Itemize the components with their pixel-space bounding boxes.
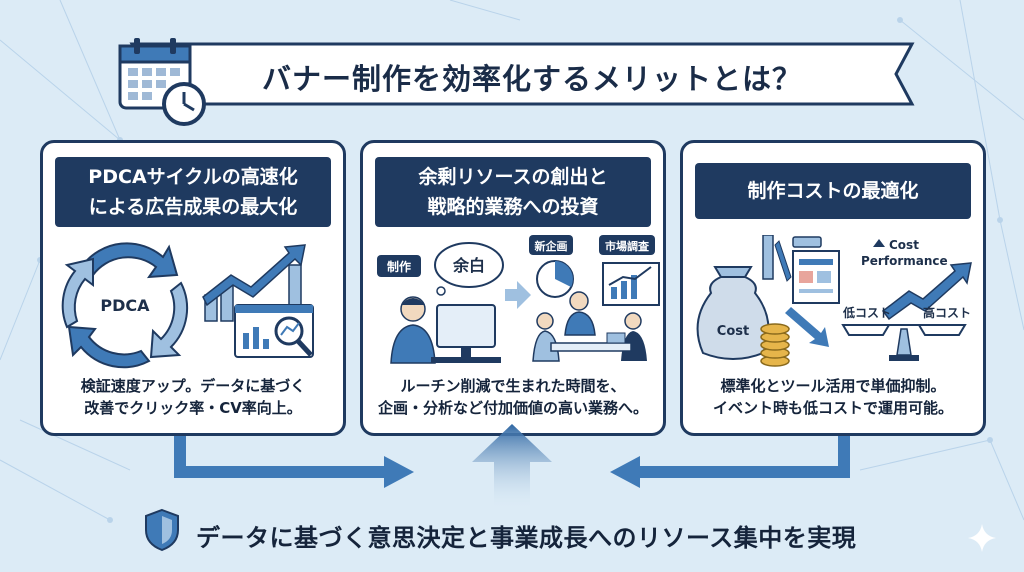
- balance-scale-icon: 低コスト 高コスト: [841, 305, 971, 361]
- pdca-cycle-illustration: PDCA: [61, 242, 314, 369]
- center-up-arrow: [472, 424, 552, 510]
- card-heading: 余剰リソースの創出と 戦略的業務への投資: [375, 157, 651, 227]
- card-heading-line2: 戦略的業務への投資: [427, 196, 599, 218]
- card-heading-line1: 制作コストの最適化: [747, 180, 919, 202]
- cost-performance-line2: Performance: [861, 254, 948, 268]
- card-description-line2: 改善でクリック率・CV率向上。: [84, 399, 302, 417]
- coins-icon: [760, 323, 790, 367]
- card-description-line1: 標準化とツール活用で単価抑制。: [720, 377, 946, 395]
- spare-time-label: 余白: [452, 256, 485, 275]
- card-description: 標準化とツール活用で単価抑制。 イベント時も低コストで運用可能。: [689, 375, 977, 419]
- cost-performance-label: Cost Performance: [861, 238, 948, 268]
- card-heading: PDCAサイクルの高速化 による広告成果の最大化: [55, 157, 331, 227]
- right-flow-arrow: [610, 436, 850, 488]
- new-plan-label: 新企画: [535, 239, 568, 253]
- spare-time-bubble: 余白: [434, 242, 504, 296]
- low-cost-label: 低コスト: [842, 305, 891, 320]
- resource-illustration: 制作 余白 新企画 市場調査: [377, 235, 660, 364]
- card-description-line2: イベント時も低コストで運用可能。: [712, 399, 953, 417]
- card-heading-line2: による広告成果の最大化: [88, 196, 298, 218]
- cost-performance-line1: Cost: [889, 238, 919, 252]
- production-tag: 制作: [377, 255, 421, 277]
- down-arrow-icon: [785, 307, 829, 347]
- pie-chart-icon: [536, 260, 574, 298]
- production-tag-label: 制作: [387, 259, 411, 274]
- left-flow-arrow: [174, 436, 414, 488]
- card-description: ルーチン削減で生まれた時間を、 企画・分析など付加価値の高い業務へ。: [369, 375, 657, 419]
- arrow-right-icon: [505, 281, 531, 309]
- benefit-card-cost: 制作コストの最適化 Cost Cost Perf: [680, 140, 986, 436]
- cost-illustration: Cost Cost Performance 低コスト 高コスト: [696, 235, 972, 367]
- money-bag-label: Cost: [717, 324, 749, 339]
- benefit-card-pdca: PDCAサイクルの高速化 による広告成果の最大化 PDCA: [40, 140, 346, 436]
- card-description-line1: 検証速度アップ。データに基づく: [80, 377, 306, 395]
- market-chart-board-icon: [602, 262, 660, 306]
- design-tools-icon: [762, 235, 840, 304]
- card-description-line2: 企画・分析など付加価値の高い業務へ。: [377, 399, 648, 417]
- high-cost-label: 高コスト: [923, 305, 971, 320]
- sparkle-icon: [968, 524, 996, 552]
- title-banner: バナー制作を効率化するメリットとは？: [112, 30, 932, 126]
- card-heading-line1: PDCAサイクルの高速化: [88, 166, 298, 188]
- page-title: バナー制作を効率化するメリットとは？: [262, 62, 803, 96]
- market-research-label: 市場調査: [605, 239, 649, 253]
- magnifier-icon: [274, 316, 313, 357]
- calendar-clock-icon: [118, 38, 206, 126]
- pdca-label: PDCA: [100, 296, 150, 315]
- rising-arrow-icon: [881, 262, 972, 321]
- worker-at-desk-icon: [390, 296, 501, 364]
- money-bag-icon: Cost: [696, 266, 770, 360]
- card-description-line1: ルーチン削減で生まれた時間を、: [400, 377, 626, 395]
- meeting-people-icon: [532, 291, 647, 362]
- card-description: 検証速度アップ。データに基づく 改善でクリック率・CV率向上。: [49, 375, 337, 419]
- conclusion-text: データに基づく意思決定と事業成長へのリソース集中を実現: [196, 524, 857, 552]
- card-heading: 制作コストの最適化: [695, 163, 971, 219]
- new-plan-tag: 新企画: [529, 235, 573, 255]
- market-research-tag: 市場調査: [599, 235, 655, 255]
- cycle-arrows-icon: [61, 242, 189, 369]
- benefit-card-resources: 余剰リソースの創出と 戦略的業務への投資 制作 余白 新企画 市場調査: [360, 140, 666, 436]
- shield-icon: [145, 508, 179, 552]
- card-heading-line1: 余剰リソースの創出と: [418, 166, 608, 188]
